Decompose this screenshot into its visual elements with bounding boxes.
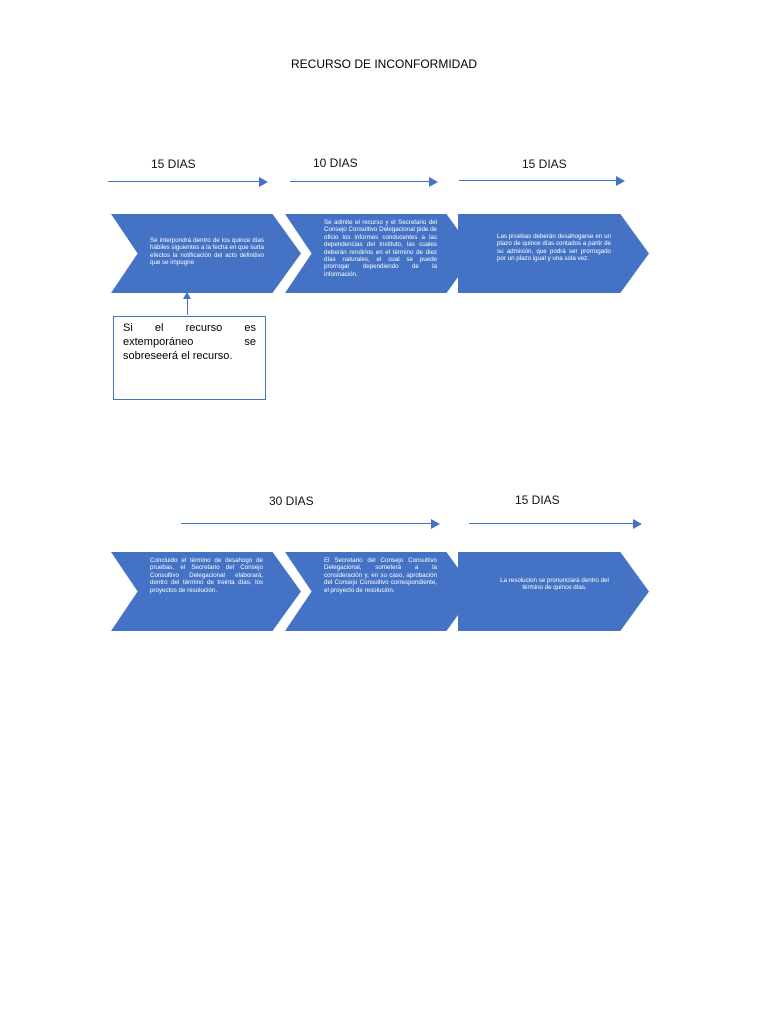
connector-line xyxy=(187,293,188,315)
process-step-1 xyxy=(111,214,301,293)
duration-label-1: 15 DIAS xyxy=(151,157,196,171)
note-box: Si el recurso es extemporáneo se sobrese… xyxy=(113,316,266,400)
timeline-arrow-5 xyxy=(469,519,642,529)
process-step-5-text: El Secretario del Consejo Consultivo Del… xyxy=(324,557,437,594)
process-step-2 xyxy=(285,214,475,293)
process-step-5 xyxy=(285,552,475,631)
timeline-arrow-1 xyxy=(108,177,268,187)
process-step-1-text: Se interpondrá dentro de los quince días… xyxy=(150,237,264,267)
process-step-4-text: Concluido el término de desahogo de prue… xyxy=(150,557,263,594)
connector-arrowhead xyxy=(183,292,191,299)
duration-label-2: 10 DIAS xyxy=(313,156,358,170)
duration-label-5: 15 DIAS xyxy=(515,493,560,507)
duration-label-3: 15 DIAS xyxy=(522,157,567,171)
timeline-arrow-2 xyxy=(290,177,438,187)
process-step-3 xyxy=(458,214,649,293)
note-text: Si el recurso es extemporáneo se sobrese… xyxy=(123,322,256,362)
page-title: RECURSO DE INCONFORMIDAD xyxy=(290,57,477,71)
process-step-3-text: Las pruebas deberán desahogarse en un pl… xyxy=(497,233,611,263)
process-step-4 xyxy=(111,552,301,631)
process-step-6-text: La resolucion se pronunciará dentro del … xyxy=(500,577,609,592)
timeline-arrow-4 xyxy=(181,519,440,529)
timeline-arrow-3 xyxy=(459,176,625,186)
process-step-6 xyxy=(458,552,649,631)
duration-label-4: 30 DIAS xyxy=(269,494,314,508)
process-step-2-text: Se admite el recurso y el Secretario del… xyxy=(324,219,437,278)
